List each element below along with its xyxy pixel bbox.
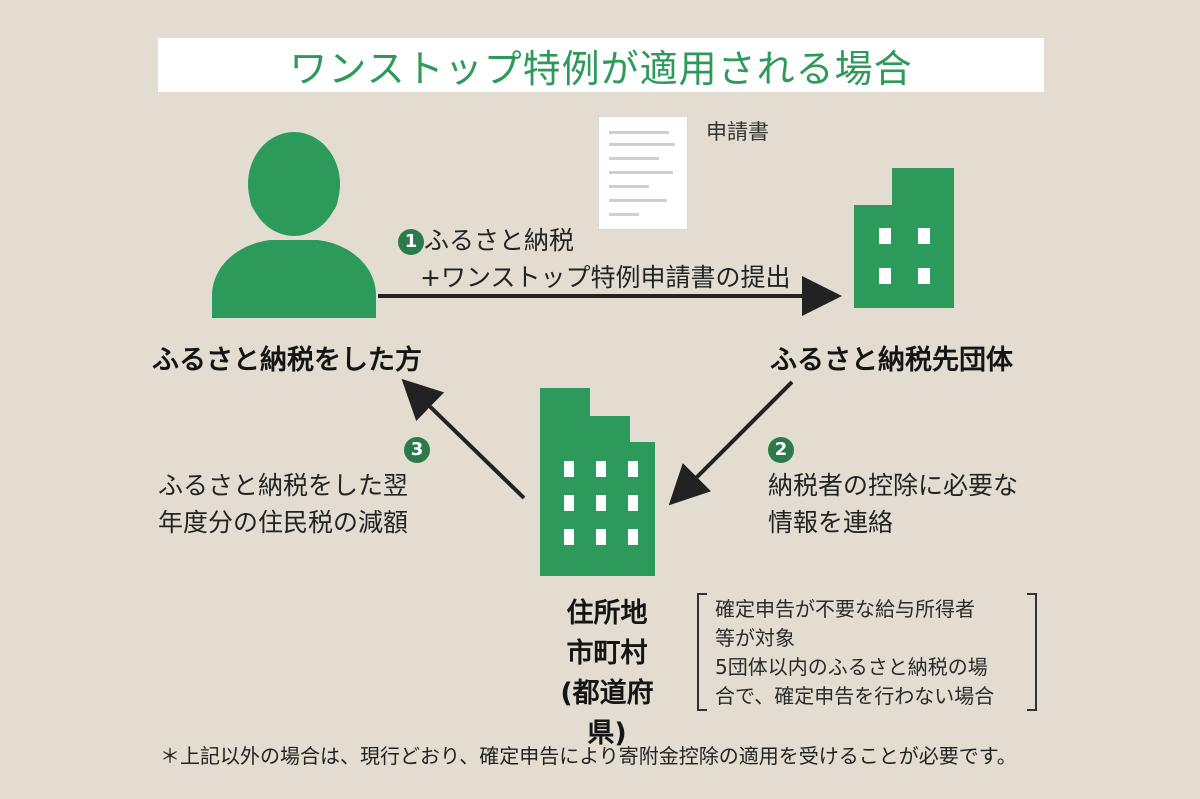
step1-line1: ふるさと納税 bbox=[424, 226, 575, 255]
step1-line2: +ワンストップ特例申請書の提出 bbox=[420, 263, 791, 292]
destination-label: ふるさと納税先団体 bbox=[770, 345, 1013, 376]
conditions-text: 確定申告が不要な給与所得者 等が対象 5団体以内のふるさと納税の場 合で、確定申… bbox=[715, 595, 1027, 711]
condition-line: 合で、確定申告を行わない場合 bbox=[715, 684, 995, 708]
arrow-step3 bbox=[401, 378, 526, 500]
title-banner: ワンストップ特例が適用される場合 bbox=[158, 38, 1044, 92]
step2-number: 2 bbox=[768, 437, 794, 463]
conditions-note: 確定申告が不要な給与所得者 等が対象 5団体以内のふるさと納税の場 合で、確定申… bbox=[697, 593, 1037, 711]
step3-line2: 年度分の住民税の減額 bbox=[158, 508, 409, 537]
residence-line2: 市町村 bbox=[566, 638, 648, 669]
step3-line1: ふるさと納税をした翌 bbox=[158, 471, 409, 500]
application-form-label: 申請書 bbox=[706, 120, 769, 144]
step1-number: 1 bbox=[398, 229, 424, 255]
building-icon bbox=[854, 168, 954, 308]
person-icon bbox=[212, 132, 376, 318]
step2-line2: 情報を連絡 bbox=[768, 508, 894, 537]
step3-number: 3 bbox=[404, 437, 430, 463]
document-icon bbox=[598, 116, 688, 230]
page-title: ワンストップ特例が適用される場合 bbox=[289, 46, 913, 91]
residence-line3: (都道府県) bbox=[560, 678, 654, 749]
step3-label: 3 ふるさと納税をした翌 年度分の住民税の減額 bbox=[158, 430, 430, 541]
condition-line: 等が対象 bbox=[715, 626, 795, 650]
residence-label: 住所地 市町村 (都道府県) bbox=[542, 594, 672, 754]
footnote: ＊上記以外の場合は、現行どおり、確定申告により寄附金控除の適用を受けることが必要… bbox=[160, 744, 1017, 768]
arrow-step2 bbox=[668, 380, 794, 506]
step2-label: 2 納税者の控除に必要な 情報を連絡 bbox=[768, 430, 1018, 541]
bracket-left bbox=[697, 593, 707, 711]
step2-line1: 納税者の控除に必要な bbox=[768, 471, 1019, 500]
residence-line1: 住所地 bbox=[566, 598, 648, 629]
bracket-right bbox=[1027, 593, 1037, 711]
residence-building-icon bbox=[540, 388, 655, 576]
condition-line: 5団体以内のふるさと納税の場 bbox=[715, 655, 988, 679]
condition-line: 確定申告が不要な給与所得者 bbox=[715, 597, 975, 621]
taxpayer-label: ふるさと納税をした方 bbox=[152, 345, 422, 376]
